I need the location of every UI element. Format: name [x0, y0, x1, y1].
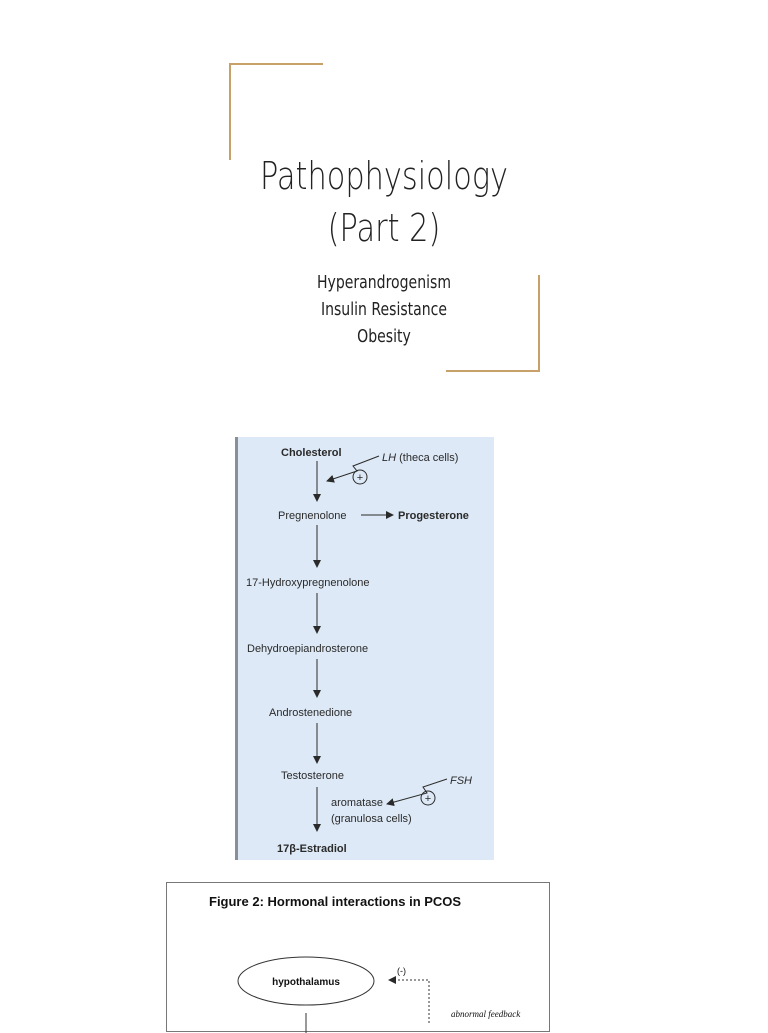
label-progesterone: Progesterone — [398, 510, 469, 522]
feedback-arrow — [388, 976, 430, 1023]
label-fsh: FSH — [450, 775, 472, 787]
label-17-hydroxypregnenolone: 17-Hydroxypregnenolone — [246, 577, 370, 589]
label-dehydroepiandrosterone: Dehydroepiandrosterone — [247, 643, 368, 655]
label-pregnenolone: Pregnenolone — [278, 510, 347, 522]
page-title-line-1: Pathophysiology — [259, 154, 509, 198]
label-granulosa-cells: (granulosa cells) — [331, 813, 412, 825]
hypothalamus-node — [237, 956, 375, 1006]
fsh-plus-circle — [420, 790, 436, 806]
figure-2-title: Figure 2: Hormonal interactions in PCOS — [209, 894, 461, 909]
decorative-corner-top-left — [229, 63, 323, 160]
fsh-plus-sign: + — [425, 793, 431, 805]
page-title-line-2: (Part 2) — [327, 206, 441, 250]
steroidogenesis-diagram: Cholesterol LH (theca cells) + Pregnenol… — [246, 447, 472, 855]
label-cholesterol: Cholesterol — [281, 447, 342, 459]
steroidogenesis-figure: Cholesterol LH (theca cells) + Pregnenol… — [235, 437, 494, 860]
lh-plus-sign: + — [357, 472, 363, 484]
topic-hyperandrogenism: Hyperandrogenism — [316, 272, 451, 293]
label-abnormal-feedback: abnormal feedback — [451, 1009, 521, 1019]
figure-left-border — [235, 437, 238, 860]
label-lh: LH (theca cells) — [382, 452, 458, 464]
lh-stimulation-arrow — [326, 455, 380, 483]
label-hypothalamus: hypothalamus — [272, 977, 340, 988]
topic-obesity: Obesity — [357, 326, 411, 347]
label-aromatase: aromatase — [331, 797, 383, 809]
hormonal-interactions-figure: Figure 2: Hormonal interactions in PCOS … — [166, 882, 550, 1033]
label-17b-estradiol: 17β-Estradiol — [277, 843, 347, 855]
lh-plus-circle — [352, 469, 368, 485]
label-androstenedione: Androstenedione — [269, 707, 352, 719]
fsh-stimulation-arrow — [386, 778, 448, 807]
hormonal-interactions-diagram: Figure 2: Hormonal interactions in PCOS … — [209, 894, 521, 1033]
topic-insulin-resistance: Insulin Resistance — [320, 299, 448, 320]
decorative-corner-bottom-right — [446, 275, 540, 372]
label-testosterone: Testosterone — [281, 770, 344, 782]
label-negative-feedback: (-) — [397, 966, 406, 976]
